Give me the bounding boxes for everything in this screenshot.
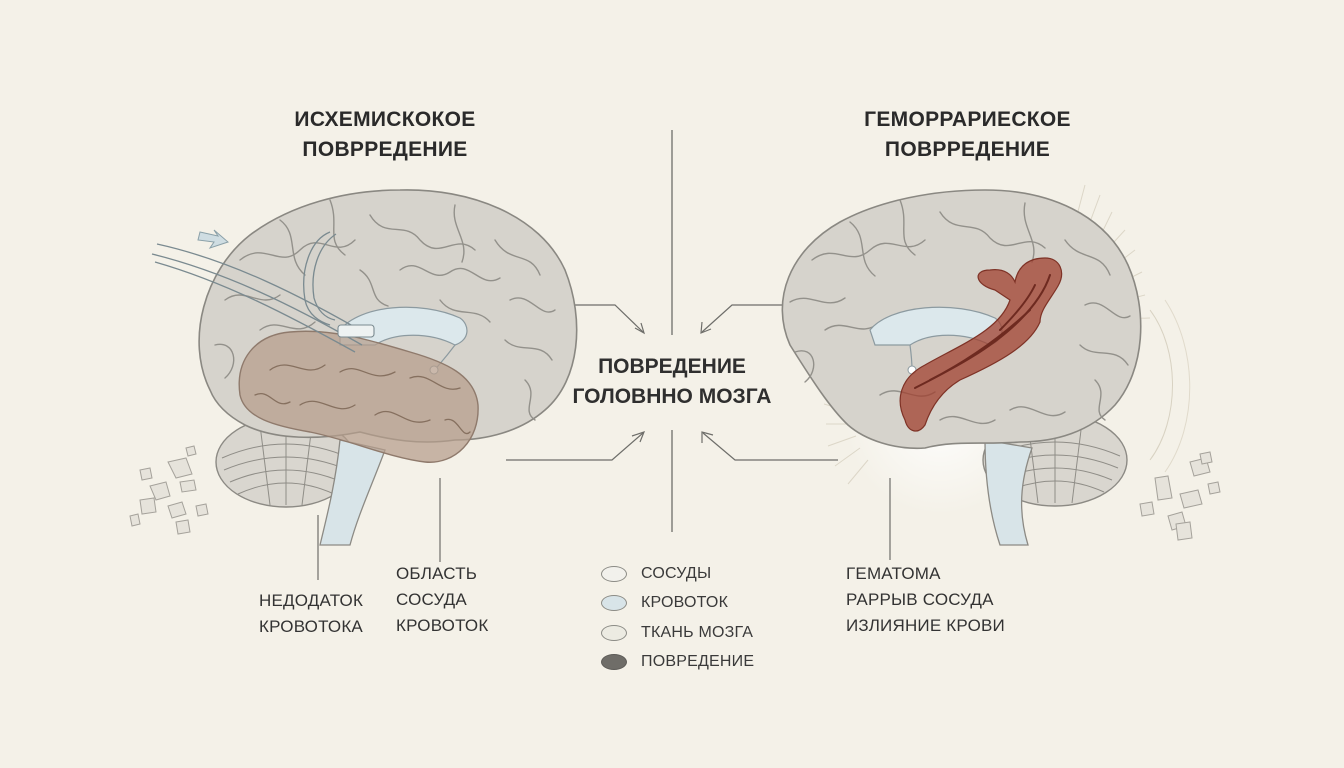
right-title-line2: ПОВРРЕДЕНИЕ [884, 138, 1051, 161]
legend-swatch-damage [601, 654, 627, 671]
right-label-line1: РАРРЫВ СОСУДА [846, 590, 994, 609]
center-title: ПОВРЕДЕНИЕ ГОЛОВННО МОЗГА [548, 352, 796, 412]
legend-item-vessels: СОСУДЫ [601, 559, 754, 589]
right-title: ГЕМОРРАРИЕСКОЕ ПОВРРЕДЕНИЕ [830, 105, 1105, 165]
legend-swatch-brain-tissue [601, 624, 627, 641]
right-title-line1: ГЕМОРРАРИЕСКОЕ [864, 108, 1071, 131]
legend-swatch-vessels [601, 565, 627, 582]
right-label-heading: ГЕМАТОМА [846, 564, 941, 583]
legend-swatch-bloodflow [601, 595, 627, 612]
left-label-vessel-area: ОБЛАСТЬ СОСУДА КРОВОТОК [396, 561, 488, 639]
legend-item-brain-tissue: ТКАНЬ МОЗГА [601, 618, 754, 648]
right-label-hematoma: ГЕМАТОМА РАРРЫВ СОСУДА ИЗЛИЯНИЕ КРОВИ [846, 561, 1005, 639]
right-label-line2: ИЗЛИЯНИЕ КРОВИ [846, 616, 1005, 635]
legend-label-bloodflow: КРОВОТОК [641, 594, 729, 612]
left-label-line2: КРОВОТОКА [259, 617, 363, 636]
left-brain [129, 189, 578, 580]
center-title-line2: ГОЛОВННО МОЗГА [572, 385, 772, 408]
left-label-line3: СОСУДА [396, 590, 467, 609]
legend: СОСУДЫ КРОВОТОК ТКАНЬ МОЗГА ПОВРЕДЕНИЕ [601, 559, 754, 677]
left-title-line2: ПОВРРЕДЕНИЕ [302, 138, 468, 161]
left-label-insufficient-flow: НЕДОДАТОК КРОВОТОКА [259, 588, 363, 640]
right-brain [781, 184, 1221, 560]
legend-label-vessels: СОСУДЫ [641, 564, 712, 582]
left-label-line1: НЕДОДАТОК [259, 591, 364, 610]
left-title: ИСХЕМИСКОКОЕ ПОВРРЕДЕНИЕ [250, 105, 520, 165]
legend-label-damage: ПОВРЕДЕНИЕ [641, 653, 755, 671]
legend-label-brain-tissue: ТКАНЬ МОЗГА [641, 623, 754, 641]
left-label-line4: КРОВОТОК [396, 616, 489, 635]
left-label-heading: ОБЛАСТЬ [396, 564, 478, 583]
legend-item-damage: ПОВРЕДЕНИЕ [601, 648, 754, 678]
left-title-line1: ИСХЕМИСКОКОЕ [294, 108, 476, 131]
center-title-line1: ПОВРЕДЕНИЕ [598, 355, 746, 378]
legend-item-bloodflow: КРОВОТОК [601, 589, 754, 619]
